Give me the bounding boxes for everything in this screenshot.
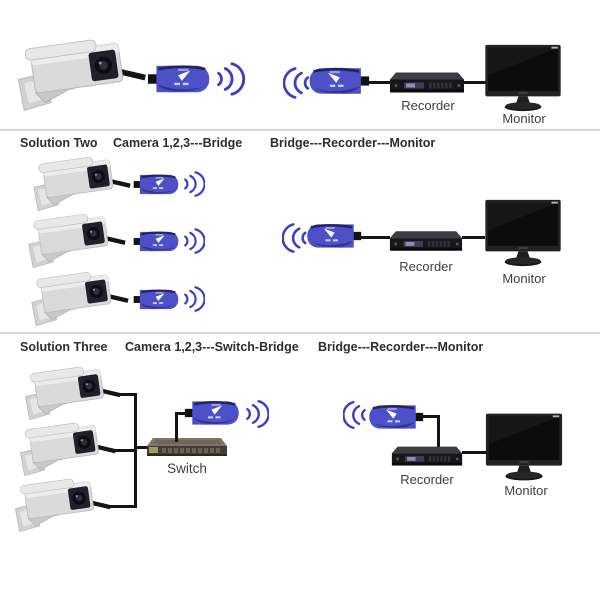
monitor-icon bbox=[485, 412, 563, 482]
monitor-label: Monitor bbox=[502, 271, 546, 286]
monitor-icon bbox=[483, 199, 563, 267]
wifi-transmit-icon bbox=[183, 226, 205, 256]
cable bbox=[366, 81, 392, 84]
cable bbox=[358, 236, 390, 239]
solution-three-heading: Solution Three bbox=[20, 340, 108, 354]
wifi-transmit-icon bbox=[214, 60, 246, 98]
section-divider bbox=[0, 129, 600, 131]
solution-two-left-chain: Camera 1,2,3---Bridge bbox=[113, 136, 243, 150]
cable bbox=[422, 415, 440, 418]
cable bbox=[464, 81, 486, 84]
cctv-camera-icon bbox=[24, 257, 130, 330]
recorder-icon bbox=[388, 70, 466, 97]
wifi-transmit-icon bbox=[183, 169, 205, 199]
monitor-label: Monitor bbox=[504, 483, 548, 498]
recorder-label: Recorder bbox=[401, 98, 455, 113]
recorder-label: Recorder bbox=[399, 259, 453, 274]
wireless-bridge-icon bbox=[304, 220, 362, 252]
recorder-label: Recorder bbox=[400, 472, 454, 487]
wifi-receive-icon bbox=[343, 399, 367, 431]
cable bbox=[462, 236, 485, 239]
cable bbox=[134, 393, 137, 508]
cable bbox=[104, 505, 137, 508]
monitor-label: Monitor bbox=[502, 111, 546, 126]
wireless-bridge-icon bbox=[133, 172, 181, 197]
solution-two-right-chain: Bridge---Recorder---Monitor bbox=[270, 136, 436, 150]
cable bbox=[437, 415, 440, 448]
network-switch-icon bbox=[146, 437, 228, 461]
solution-three-right-chain: Bridge---Recorder---Monitor bbox=[318, 340, 484, 354]
wireless-bridge-icon bbox=[133, 287, 181, 312]
wireless-bridge-icon bbox=[147, 62, 213, 96]
section-divider bbox=[0, 332, 600, 334]
cable bbox=[175, 412, 186, 415]
recorder-icon bbox=[388, 229, 464, 255]
cctv-camera-icon bbox=[8, 20, 148, 116]
monitor-icon bbox=[483, 44, 563, 112]
cable bbox=[136, 446, 150, 449]
wireless-bridge-icon bbox=[366, 402, 424, 432]
cable bbox=[114, 393, 137, 396]
cable bbox=[175, 412, 178, 442]
cable bbox=[462, 451, 487, 454]
wifi-transmit-icon bbox=[183, 284, 205, 314]
cable bbox=[109, 449, 137, 452]
switch-label: Switch bbox=[167, 461, 207, 476]
wireless-bridge-icon bbox=[133, 229, 181, 254]
wifi-transmit-icon bbox=[245, 398, 269, 430]
cctv-camera-icon bbox=[8, 464, 112, 536]
wireless-bridge-icon bbox=[184, 398, 242, 428]
solution-two-heading: Solution Two bbox=[20, 136, 98, 150]
solution-three-left-chain: Camera 1,2,3---Switch-Bridge bbox=[125, 340, 299, 354]
wireless-bridge-icon bbox=[306, 64, 370, 98]
recorder-icon bbox=[390, 444, 464, 470]
